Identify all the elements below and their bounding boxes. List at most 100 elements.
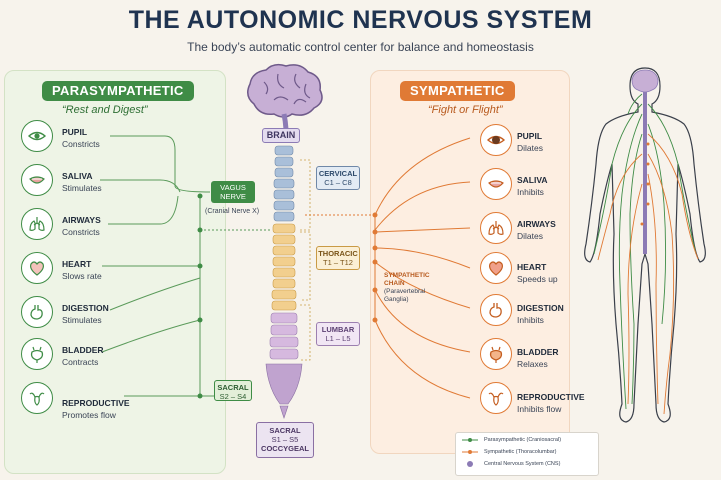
bladder-icon [30, 346, 44, 363]
coccygeal-name: COCCYGEAL [261, 444, 309, 453]
para-organ-effect: Constricts [62, 227, 100, 237]
symp-organ-effect: Inhibits flow [517, 404, 562, 414]
para-organ-name: REPRODUCTIVE [62, 398, 130, 408]
uterus-icon [488, 392, 504, 406]
parasympathetic-nodes [197, 193, 203, 399]
symp-saliva-icon-circle [480, 168, 512, 200]
sympathetic-header: SYMPATHETIC [400, 81, 515, 101]
para-pupil-icon-circle [21, 120, 53, 152]
parasympathetic-tagline: “Rest and Digest” [62, 104, 148, 116]
sacral-coccygeal-label: SACRAL S1 – S5 COCCYGEAL [256, 422, 314, 458]
stomach-icon [30, 305, 43, 320]
symp-organ-name: HEART [517, 262, 547, 272]
figure-brain-icon [631, 69, 659, 93]
symp-organ-effect: Inhibits [517, 315, 544, 325]
symp-reproductive-icon-circle [480, 382, 512, 414]
legend-sympathetic-label: Sympathetic (Thoracolumbar) [484, 449, 557, 455]
bladder-icon [489, 346, 503, 363]
para-organ-effect: Promotes flow [62, 410, 116, 420]
symp-organ-effect: Inhibits [517, 187, 544, 197]
para-organ-name: BLADDER [62, 345, 104, 355]
para-organ-name: SALIVA [62, 171, 93, 181]
spinal-column [265, 145, 303, 419]
sacral-name: SACRAL [269, 426, 301, 435]
lumbar-label: LUMBAR L1 – L5 [316, 322, 360, 346]
symp-airways-icon-circle [480, 212, 512, 244]
mouth-icon [29, 176, 45, 184]
sacrum [265, 363, 303, 419]
sacral-para-line1: SACRAL [217, 383, 249, 392]
chain-line4: Ganglia) [384, 296, 409, 303]
lungs-icon [488, 221, 504, 235]
lumbar-name: LUMBAR [321, 325, 355, 334]
para-organ-effect: Stimulates [62, 315, 102, 325]
para-organ-effect: Slows rate [62, 271, 102, 281]
symp-heart-icon-circle [480, 252, 512, 284]
sympathetic-lines [305, 137, 471, 399]
brain-icon [247, 63, 323, 133]
chain-line2: CHAIN [384, 280, 405, 287]
page-subtitle: The body’s automatic control center for … [187, 40, 534, 54]
para-airways-icon-circle [21, 208, 53, 240]
mouth-icon [488, 180, 504, 188]
lumbar-range: L1 – L5 [325, 334, 351, 343]
sympathetic-tagline: “Fight or Flight” [428, 104, 503, 116]
heart-icon [489, 261, 503, 276]
thoracic-vertebrae [271, 223, 297, 311]
lungs-icon [29, 217, 45, 231]
para-organ-name: PUPIL [62, 127, 88, 137]
sacral-para-line2: S2 – S4 [219, 392, 247, 401]
sacral-para-box: SACRAL S2 – S4 [214, 380, 252, 401]
para-organ-name: DIGESTION [62, 303, 109, 313]
para-organ-effect: Constricts [62, 139, 100, 149]
symp-digestion-icon-circle [480, 294, 512, 326]
para-organ-effect: Stimulates [62, 183, 102, 193]
symp-organ-effect: Dilates [517, 143, 543, 153]
page-title: THE AUTONOMIC NERVOUS SYSTEM [128, 6, 593, 34]
eye-icon [27, 131, 47, 141]
thoracic-range: T1 – T12 [323, 258, 353, 267]
legend [455, 432, 599, 476]
sympathetic-nodes [372, 212, 378, 323]
legend-cns-label: Central Nervous System (CNS) [484, 461, 561, 467]
figure-parasympathetic-nerves [593, 93, 697, 410]
para-organ-name: HEART [62, 259, 92, 269]
thoracic-name: THORACIC [318, 249, 358, 258]
eye-icon [486, 135, 506, 145]
para-organ-name: AIRWAYS [62, 215, 101, 225]
symp-organ-name: REPRODUCTIVE [517, 392, 585, 402]
sympathetic-chain-label: SYMPATHETIC CHAIN (Paravertebral Ganglia… [384, 272, 430, 304]
symp-organ-effect: Relaxes [517, 359, 548, 369]
cervical-vertebrae [273, 145, 295, 222]
legend-parasympathetic-label: Parasympathetic (Craniosacral) [484, 437, 562, 443]
human-figure-nerve-map [584, 67, 706, 423]
legend-cns-swatch [467, 461, 473, 467]
uterus-icon [29, 392, 45, 406]
symp-organ-name: PUPIL [517, 131, 543, 141]
chain-line1: SYMPATHETIC [384, 272, 430, 279]
chain-line3: (Paravertebral [384, 288, 426, 295]
cervical-name: CERVICAL [318, 169, 358, 178]
para-heart-icon-circle [21, 252, 53, 284]
cervical-range: C1 – C8 [324, 178, 352, 187]
vagus-line2: NERVE [220, 192, 246, 201]
symp-organ-name: DIGESTION [517, 303, 564, 313]
figure-ganglia-nodes [640, 142, 650, 226]
parasympathetic-header: PARASYMPATHETIC [42, 81, 194, 101]
para-saliva-icon-circle [21, 164, 53, 196]
symp-organ-effect: Dilates [517, 231, 543, 241]
para-digestion-icon-circle [21, 296, 53, 328]
sacral-range: S1 – S5 [271, 435, 299, 444]
symp-pupil-icon-circle [480, 124, 512, 156]
cervical-label: CERVICAL C1 – C8 [316, 166, 360, 190]
lumbar-vertebrae [269, 312, 299, 360]
parasympathetic-lines [100, 135, 270, 397]
brain-label: BRAIN [262, 128, 300, 143]
symp-organ-name: BLADDER [517, 347, 559, 357]
symp-bladder-icon-circle [480, 338, 512, 370]
symp-organ-name: SALIVA [517, 175, 548, 185]
para-reproductive-icon-circle [21, 382, 53, 414]
vagus-nerve-box: VAGUS NERVE [211, 181, 255, 203]
figure-sympathetic-nerves [597, 133, 699, 415]
